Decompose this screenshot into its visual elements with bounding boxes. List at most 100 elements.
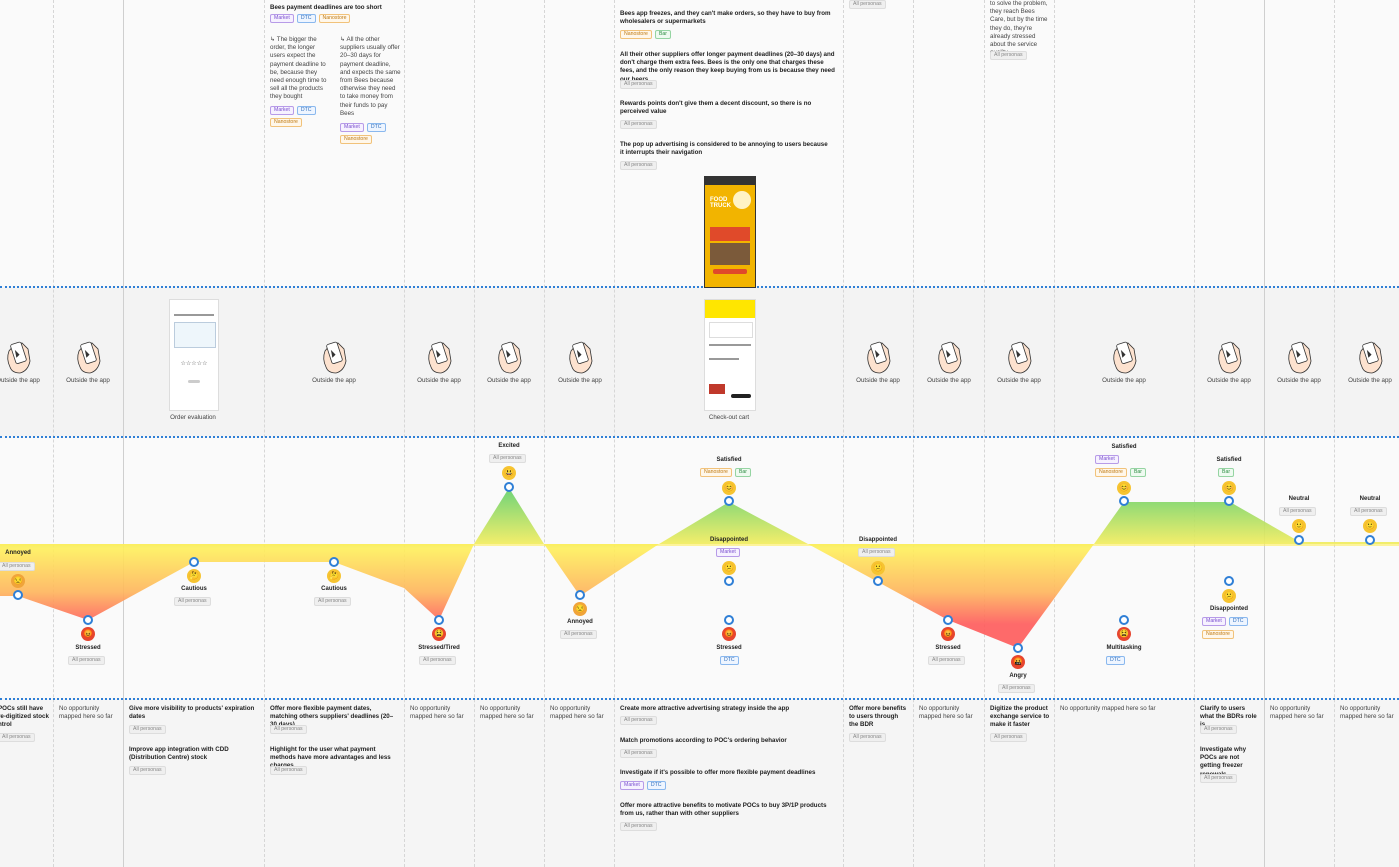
emotion-label: Disappointed	[1209, 606, 1248, 612]
tag-all-personas: All personas	[998, 684, 1035, 693]
tag-group: All personas	[998, 684, 1035, 693]
tag-group: All personas	[1200, 725, 1237, 734]
pain-note: All their other suppliers offer longer p…	[620, 51, 835, 83]
screen-caption: Outside the app	[1348, 377, 1392, 384]
emotion-point[interactable]	[1224, 496, 1234, 506]
emotion-point[interactable]	[943, 615, 953, 625]
tag-bar: Bar	[1218, 468, 1235, 477]
emotion-point[interactable]	[434, 615, 444, 625]
column-divider	[404, 0, 405, 867]
angry-face-icon: 🤬	[1011, 655, 1025, 669]
emotion-label: Annoyed	[567, 619, 593, 625]
screen-line	[709, 344, 751, 346]
emotion-point[interactable]	[724, 576, 734, 586]
no-opportunity-note: No opportunity mapped here so far	[919, 705, 973, 721]
hand-phone-icon	[0, 337, 40, 377]
tag-group: All personas	[129, 766, 166, 775]
annoyed-face-icon: 😒	[11, 574, 25, 588]
promo-mascot	[733, 191, 751, 209]
no-opportunity-note: No opportunity mapped here so far	[410, 705, 464, 721]
tag-all-personas: All personas	[1279, 507, 1316, 516]
screen-header	[705, 300, 755, 318]
screen-caption: Outside the app	[1102, 377, 1146, 384]
tag-group: All personas	[928, 656, 965, 665]
column-divider	[544, 0, 545, 867]
satisfied-face-icon: 😊	[1117, 481, 1131, 495]
tag-group: All personas	[620, 80, 657, 89]
pain-note: Rewards points don't give them a decent …	[620, 100, 812, 116]
emotion-label: Stressed	[716, 645, 742, 651]
emotion-label: Satisfied	[1216, 457, 1242, 463]
column-divider	[1334, 0, 1335, 867]
checkout-cart-screenshot	[704, 299, 756, 411]
screen-caption: Outside the app	[0, 377, 40, 384]
tag-nanostore: Nanostore	[1202, 630, 1234, 639]
no-opportunity-note: No opportunity mapped here so far	[1340, 705, 1394, 721]
pain-subnote: to solve the problem, they reach Bees Ca…	[990, 0, 1048, 56]
emotion-label: Stressed/Tired	[418, 645, 460, 651]
tag-dtc: DTC	[1106, 656, 1125, 665]
rating-stars: ☆☆☆☆☆	[180, 361, 208, 367]
emotion-point[interactable]	[329, 557, 339, 567]
screens-band	[0, 288, 1399, 436]
emotion-point[interactable]	[1119, 496, 1129, 506]
tag-group: All personas	[174, 597, 211, 606]
row-separator	[0, 698, 1399, 700]
emotion-point[interactable]	[1119, 615, 1129, 625]
tag-market: Market	[716, 548, 740, 557]
tag-group: All personas	[419, 656, 456, 665]
tag-group: Market DTC	[1202, 617, 1248, 626]
opportunity-note: Investigate if it's possible to offer mo…	[620, 769, 816, 776]
stressed-tired-face-icon: 😫	[432, 627, 446, 641]
emotion-point[interactable]	[1224, 576, 1234, 586]
tag-group: Market DTC Nanostore	[270, 106, 330, 127]
emotion-point[interactable]	[724, 615, 734, 625]
opportunity-note: Highlight for the user what payment meth…	[270, 746, 391, 769]
column-divider	[1194, 0, 1195, 867]
emotion-point[interactable]	[504, 482, 514, 492]
emotion-point[interactable]	[13, 590, 23, 600]
emotion-point[interactable]	[189, 557, 199, 567]
disappointed-face-icon: 😕	[1222, 589, 1236, 603]
tag-all-personas: All personas	[620, 80, 657, 89]
multitasking-face-icon: 😫	[1117, 627, 1131, 641]
emotion-point[interactable]	[575, 590, 585, 600]
emotion-point[interactable]	[1013, 643, 1023, 653]
emotion-area	[0, 488, 1399, 648]
disappointed-face-icon: 😕	[722, 561, 736, 575]
emotion-label: Neutral	[1359, 496, 1381, 502]
tag-bar: Bar	[1129, 468, 1147, 477]
no-opportunity-note: No opportunity mapped here so far	[1060, 705, 1156, 712]
tag-dtc: DTC	[720, 656, 739, 665]
tag-group: Nanostore Bar	[620, 30, 672, 39]
tag-dtc: DTC	[646, 781, 666, 790]
neutral-face-icon: 🙂	[1363, 519, 1377, 533]
emotion-label: Cautious	[181, 586, 207, 592]
tag-nanostore: Nanostore	[700, 468, 732, 477]
stressed-face-icon: 😡	[941, 627, 955, 641]
emotions-band	[0, 438, 1399, 698]
screen-caption: Outside the app	[1277, 377, 1321, 384]
tag-group: All personas	[990, 51, 1027, 60]
tag-nanostore: Nanostore	[1095, 468, 1127, 477]
emotion-point[interactable]	[724, 496, 734, 506]
opportunity-note: Clarify to users what the BDRs role is	[1200, 705, 1257, 728]
tag-all-personas: All personas	[858, 548, 895, 557]
emotion-point[interactable]	[83, 615, 93, 625]
hand-phone-icon	[562, 337, 602, 377]
hand-phone-icon	[1352, 337, 1392, 377]
opportunity-note: Digitize the product exchange service to…	[990, 705, 1050, 729]
emotion-point[interactable]	[873, 576, 883, 586]
emotion-point[interactable]	[1365, 535, 1375, 545]
tag-group: All personas	[1200, 774, 1237, 783]
screen-caption: Outside the app	[66, 377, 110, 384]
tag-group: All personas	[270, 766, 307, 775]
tag-group: All personas	[620, 120, 657, 129]
column-divider	[843, 0, 844, 867]
tag-group: All personas	[0, 733, 35, 742]
emotion-label: Excited	[498, 443, 520, 449]
emotion-point[interactable]	[1294, 535, 1304, 545]
hand-phone-icon	[1106, 337, 1146, 377]
tag-all-personas: All personas	[990, 733, 1027, 742]
hand-phone-icon	[70, 337, 110, 377]
